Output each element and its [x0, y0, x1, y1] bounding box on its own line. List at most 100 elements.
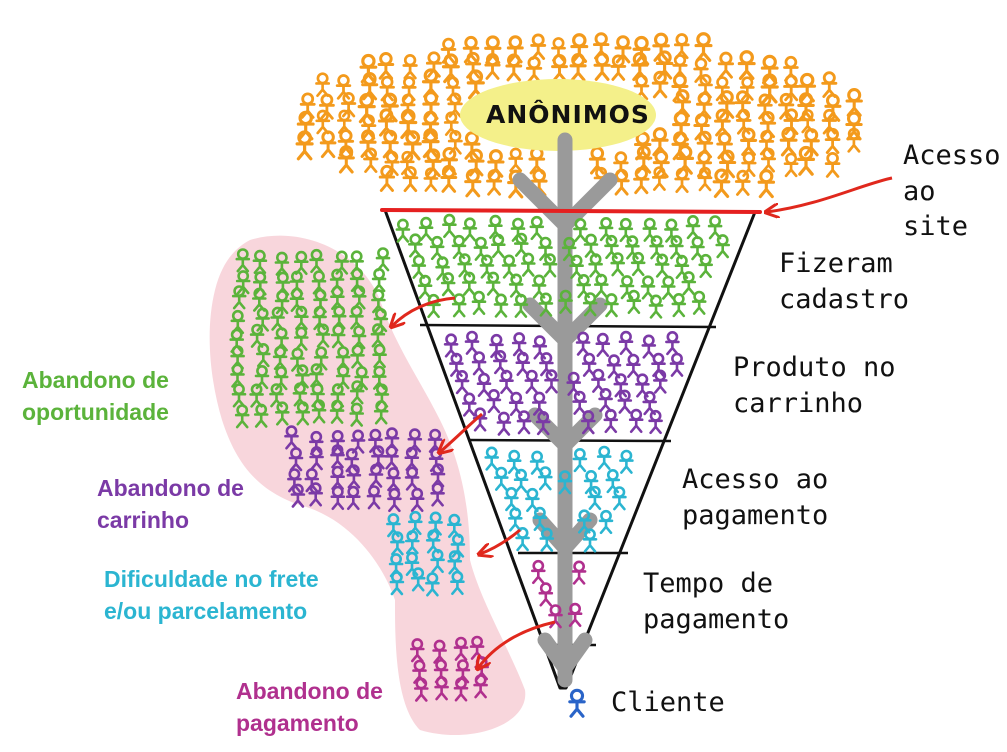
- abandon-arrow-1: [392, 296, 456, 326]
- stage-label-checkout: Acesso ao pagamento: [682, 464, 829, 531]
- person-signup: [588, 253, 603, 278]
- person-signup: [583, 233, 599, 258]
- client-label: Cliente: [611, 687, 725, 718]
- person-signup: [630, 251, 646, 277]
- person-anonymous: [783, 152, 799, 178]
- person-abandon-opportunity: [375, 247, 391, 272]
- person-cart: [515, 351, 531, 377]
- person-anonymous: [737, 50, 756, 80]
- person-signup: [529, 215, 545, 241]
- person-cart: [669, 352, 685, 377]
- person-signup: [490, 233, 506, 259]
- person-signup: [698, 253, 714, 279]
- person-cart: [516, 410, 532, 435]
- person-anonymous: [440, 164, 458, 193]
- person-anonymous: [845, 88, 863, 117]
- person-checkout: [493, 466, 509, 491]
- person-signup: [660, 275, 676, 300]
- person-anonymous: [671, 73, 689, 103]
- person-anonymous: [377, 52, 395, 80]
- person-cart: [511, 332, 527, 357]
- person-cart: [486, 388, 502, 414]
- person-anonymous: [486, 169, 503, 196]
- person-signup: [610, 252, 626, 277]
- person-checkout: [612, 486, 627, 511]
- person-signup: [442, 213, 457, 238]
- person-signup: [418, 216, 434, 241]
- person-signup: [429, 235, 445, 261]
- site-access-line: [380, 208, 762, 214]
- person-anonymous: [315, 72, 331, 98]
- person-cart: [641, 334, 657, 359]
- stage-label-site-access: Acesso ao site: [903, 140, 1001, 243]
- person-signup: [671, 292, 687, 318]
- stage-label-cart: Produto no carrinho: [733, 352, 896, 419]
- person-checkout: [484, 446, 500, 471]
- person-checkout: [525, 487, 540, 513]
- person-anonymous: [421, 128, 440, 159]
- person-anonymous: [760, 147, 777, 173]
- abandon-halo: [209, 235, 526, 736]
- person-signup: [715, 234, 731, 259]
- person-signup: [451, 293, 467, 318]
- person-cart: [471, 351, 487, 376]
- person-anonymous: [402, 54, 418, 80]
- abandon-arrow-4: [478, 620, 556, 668]
- abandon-arrow-2: [440, 412, 483, 452]
- banner-anonymous: ANÔNIMOS: [486, 100, 650, 129]
- person-checkout: [537, 466, 553, 491]
- person-checkout: [504, 486, 519, 512]
- person-signup: [395, 218, 411, 243]
- person-cart: [476, 372, 492, 398]
- person-anonymous: [712, 168, 731, 198]
- person-signup: [462, 217, 478, 242]
- person-signup: [648, 294, 664, 319]
- person-anonymous: [551, 54, 568, 83]
- person-anonymous: [796, 145, 816, 176]
- person-cart: [628, 408, 644, 434]
- person-signup: [520, 252, 536, 277]
- person-anonymous: [319, 130, 337, 159]
- person-cart: [496, 411, 512, 436]
- person-anonymous: [525, 56, 543, 84]
- person-signup: [471, 290, 487, 316]
- person-anonymous: [295, 130, 314, 161]
- person-checkout: [619, 449, 634, 474]
- person-abandon-opportunity: [371, 267, 387, 293]
- person-anonymous: [757, 169, 776, 199]
- abandon-arrow-3: [480, 528, 521, 554]
- person-checkout: [598, 509, 614, 535]
- person-anonymous: [674, 167, 690, 194]
- person-payment: [530, 559, 546, 585]
- person-signup: [625, 235, 640, 260]
- person-anonymous: [593, 52, 611, 81]
- person-cart: [665, 330, 680, 356]
- person-checkout: [513, 468, 529, 494]
- person-signup: [440, 272, 456, 297]
- abandon-label-opportunity: Abandono de oportunidade: [22, 367, 169, 425]
- person-anonymous: [378, 164, 396, 192]
- person-anonymous: [694, 32, 713, 62]
- person-cart: [598, 387, 613, 413]
- person-signup: [411, 254, 427, 279]
- person-cart: [575, 331, 591, 356]
- person-cart: [626, 353, 641, 379]
- person-signup: [508, 273, 524, 298]
- person-signup: [619, 275, 635, 300]
- person-anonymous: [824, 151, 841, 178]
- person-anonymous: [633, 166, 650, 195]
- person-signup: [681, 271, 697, 296]
- person-signup: [485, 271, 501, 296]
- person-anonymous: [652, 32, 670, 62]
- person-checkout: [507, 507, 523, 532]
- person-checkout: [572, 447, 588, 473]
- person-signup: [593, 273, 609, 298]
- banner-highlight: [460, 79, 656, 151]
- person-cart: [618, 330, 634, 356]
- person-signup: [501, 254, 517, 279]
- person-anonymous: [673, 33, 690, 60]
- person-anonymous: [445, 76, 461, 101]
- person-checkout: [596, 445, 612, 470]
- person-signup: [707, 215, 723, 240]
